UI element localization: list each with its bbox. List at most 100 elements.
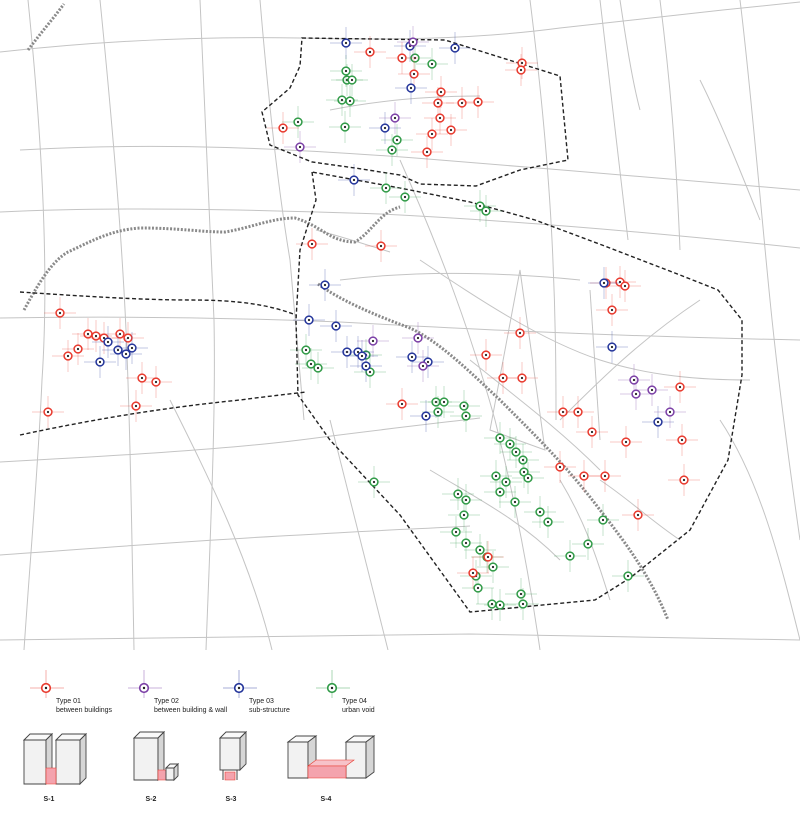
marker-type01 <box>52 340 84 372</box>
marker-type04 <box>499 486 531 518</box>
marker-type01 <box>457 557 489 589</box>
marker-type01 <box>354 36 386 68</box>
district-boundaries <box>19 37 743 613</box>
marker-type03 <box>350 350 382 382</box>
marker-type01 <box>589 460 621 492</box>
legend-type-04: Type 04 urban void <box>314 668 424 718</box>
marker-type04 <box>587 504 619 536</box>
marker-type01 <box>622 499 654 531</box>
diagram-label-s2: S-2 <box>145 796 157 803</box>
marker-type01 <box>505 54 537 86</box>
marker-type04 <box>354 356 386 388</box>
marker-type04 <box>532 506 564 538</box>
marker-type03 <box>84 346 116 378</box>
marker-type03 <box>369 112 401 144</box>
marker-type04 <box>507 444 539 476</box>
legend-type-label: Type 04 <box>342 698 367 705</box>
marker-type03 <box>396 341 428 373</box>
marker-type04 <box>448 499 480 531</box>
marker-type01 <box>470 339 502 371</box>
marker-type01 <box>462 86 494 118</box>
marker-type01 <box>44 297 76 329</box>
diagram-s4 <box>286 728 386 786</box>
marker-type03 <box>92 326 124 358</box>
legend-marker-type-04 <box>316 670 350 698</box>
marker-type02 <box>284 131 316 163</box>
marker-type01 <box>604 266 636 298</box>
city-map <box>0 0 800 650</box>
marker-type01 <box>668 464 700 496</box>
legend-type-desc: sub-structure <box>249 707 290 714</box>
marker-type01 <box>386 42 418 74</box>
marker-type03 <box>338 164 370 196</box>
marker-type03 <box>395 72 427 104</box>
marker-type01 <box>487 362 519 394</box>
marker-type04 <box>612 560 644 592</box>
marker-type02 <box>620 378 652 410</box>
marker-type04 <box>381 124 413 156</box>
marker-type01 <box>596 294 628 326</box>
marker-type04 <box>302 352 334 384</box>
marker-type04 <box>477 551 509 583</box>
marker-type04 <box>508 456 540 488</box>
marker-type01 <box>506 362 538 394</box>
marker-type01 <box>568 460 600 492</box>
marker-type03 <box>642 406 674 438</box>
marker-type04 <box>334 85 366 117</box>
marker-type04 <box>490 466 522 498</box>
marker-type03 <box>410 400 442 432</box>
marker-type01 <box>544 451 576 483</box>
diagram-label-s3: S-3 <box>225 796 237 803</box>
diagram-s1 <box>22 728 92 786</box>
marker-type04 <box>554 540 586 572</box>
void-markers <box>32 26 700 621</box>
marker-type04 <box>370 172 402 204</box>
marker-type04 <box>484 589 516 621</box>
diagram-label-s4: S-4 <box>320 796 332 803</box>
marker-type03 <box>596 331 628 363</box>
marker-type04 <box>330 55 362 87</box>
marker-type01 <box>411 136 443 168</box>
marker-type03 <box>412 346 444 378</box>
marker-type03 <box>309 269 341 301</box>
marker-type04 <box>389 181 421 213</box>
marker-type01 <box>296 228 328 260</box>
marker-type01 <box>435 114 467 146</box>
marker-type01 <box>609 270 641 302</box>
marker-type01 <box>576 416 608 448</box>
road-network <box>0 0 800 650</box>
diagram-s2 <box>132 728 192 786</box>
marker-type04 <box>572 528 604 560</box>
marker-type01 <box>425 76 457 108</box>
marker-type03 <box>110 338 142 370</box>
marker-type04 <box>450 400 482 432</box>
railway-lines <box>22 3 670 621</box>
legend-type-desc: between buildings <box>56 707 113 714</box>
marker-type02 <box>654 396 686 428</box>
marker-type04 <box>282 106 314 138</box>
marker-type04 <box>464 534 496 566</box>
marker-type01 <box>416 118 448 150</box>
legend-type-03: Type 03 sub-structure <box>221 668 331 718</box>
marker-type04 <box>416 48 448 80</box>
marker-type01 <box>666 424 698 456</box>
marker-type01 <box>424 102 456 134</box>
marker-type03 <box>293 304 325 336</box>
marker-type03 <box>330 27 362 59</box>
marker-type03 <box>320 310 352 342</box>
marker-type01 <box>664 371 696 403</box>
marker-type04 <box>376 134 408 166</box>
marker-type04 <box>480 460 512 492</box>
marker-type01 <box>398 58 430 90</box>
marker-type01 <box>120 390 152 422</box>
marker-type01 <box>62 333 94 365</box>
marker-type01 <box>610 426 642 458</box>
marker-type04 <box>442 478 474 510</box>
marker-type04 <box>494 428 526 460</box>
legend-type-label: Type 02 <box>154 698 179 705</box>
marker-type02 <box>397 26 429 58</box>
marker-type01 <box>365 230 397 262</box>
legend-marker-type-03 <box>223 670 257 698</box>
marker-type04 <box>462 572 494 604</box>
marker-type04 <box>470 195 502 227</box>
